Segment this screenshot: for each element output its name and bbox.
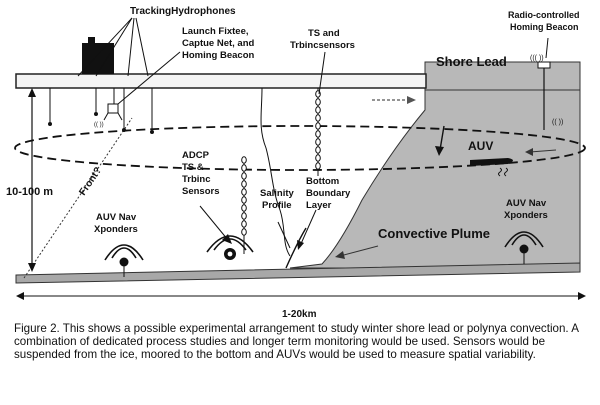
- bbl-pointer-head: [297, 240, 304, 250]
- sensor-bead: [241, 164, 247, 172]
- sensor-bead: [315, 122, 321, 130]
- nav-xponder-left-body: [119, 257, 129, 267]
- sensor-bead: [315, 114, 321, 122]
- capture-net-beacon-text: (( )): [94, 122, 104, 128]
- current-arrow-shore: [529, 149, 557, 153]
- salinity-label-2: Profile: [262, 200, 292, 211]
- adcp-chain-beads: [241, 156, 247, 236]
- sensor-bead: [315, 98, 321, 106]
- salinity-profile-curve: [260, 87, 291, 257]
- auv-motion-arrow-head: [435, 146, 444, 156]
- launch-hut-chimney: [88, 37, 95, 45]
- sensor-bead: [241, 188, 247, 196]
- shore-plume-region: [289, 84, 581, 269]
- ts-pointer: [318, 51, 326, 95]
- ts-label-2: Trbincsensors: [290, 40, 355, 51]
- auv-path: [14, 125, 586, 171]
- nav-xponder-right-body: [519, 244, 529, 254]
- hydrophone-heads: [48, 112, 154, 134]
- radio-label-2: Homing Beacon: [510, 22, 579, 32]
- sensor-bead: [241, 180, 247, 188]
- auv-motion-arrow: [439, 125, 445, 151]
- sensor-bead: [241, 212, 247, 220]
- adcp-signal-arcs: [206, 235, 254, 253]
- sensor-bead: [315, 138, 321, 146]
- hydrophones: [49, 88, 153, 130]
- capture-net-device: [103, 88, 123, 121]
- experiment-diagram: (( )): [6, 6, 586, 320]
- bottom-boundary-curve: [285, 227, 307, 269]
- sensor-bead: [241, 196, 247, 204]
- current-arrow-shore-head: [525, 148, 533, 156]
- depth-label: 10-100 m: [6, 186, 53, 198]
- sensor-bead: [315, 162, 321, 170]
- launch-hut: [82, 43, 114, 74]
- salinity-label-1: Salinity: [260, 188, 295, 199]
- adcp-pointer: [199, 205, 229, 241]
- sensor-bead: [315, 130, 321, 138]
- auv-label: AUV: [468, 139, 493, 153]
- salinity-pointer: [277, 221, 291, 249]
- ts-label-1: TS and: [308, 28, 340, 39]
- bbl-label-3: Layer: [306, 200, 332, 211]
- launch-pointer: [117, 51, 181, 105]
- adcp-label-2: TS &: [182, 162, 204, 173]
- current-arrow-surface-head: [407, 96, 416, 104]
- bbl-label-2: Boundary: [306, 188, 351, 199]
- adcp-base-dot: [227, 251, 233, 257]
- sensor-bead: [315, 106, 321, 114]
- launch-label-1: Launch Fixtee,: [182, 26, 249, 37]
- front-line: [23, 117, 133, 279]
- launch-label-3: Homing Beacon: [182, 50, 255, 61]
- auv-nav-left-label-1: AUV Nav: [96, 212, 137, 223]
- ice-sheet: [15, 73, 427, 89]
- nav-xponder-right-arcs: [504, 231, 544, 248]
- scale-arrow-head-right: [578, 292, 586, 300]
- hydrophone-pointers: [77, 17, 149, 77]
- plume-arrow-head: [335, 251, 345, 259]
- auv-nav-right-label-1: AUV Nav: [506, 198, 547, 209]
- depth-arrow-head-top: [28, 88, 36, 97]
- radio-beacon-mount: [537, 61, 551, 69]
- depth-arrow-head-bottom: [28, 263, 36, 272]
- auv-vehicle: [470, 158, 513, 166]
- scale-arrow-head-left: [16, 292, 24, 300]
- sensor-bead: [241, 156, 247, 164]
- figure-caption: Figure 2. This shows a possible experime…: [14, 322, 579, 362]
- sensor-bead: [241, 228, 247, 236]
- radio-beacon-signal-text: ((( )): [530, 55, 544, 62]
- scale-label: 1-20km: [282, 309, 317, 320]
- radio-label-1: Radio-controlled: [508, 10, 580, 20]
- plume-arrow: [339, 245, 379, 257]
- bbl-label-1: Bottom: [306, 176, 339, 187]
- auv-nav-left-label-2: Xponders: [94, 224, 138, 235]
- adcp-label-4: Sensors: [182, 186, 220, 197]
- sensor-bead: [241, 172, 247, 180]
- tracking-hydrophones-label: TrackingHydrophones: [130, 6, 236, 17]
- adcp-label-3: Trbinc: [182, 174, 211, 185]
- nav-xponder-left-arcs: [104, 244, 144, 261]
- adcp-label-1: ADCP: [182, 150, 210, 161]
- sensor-bead: [241, 204, 247, 212]
- bbl-pointer: [299, 209, 317, 247]
- homing-beacon-signal-text: (( )): [552, 119, 563, 126]
- sensor-bead: [315, 154, 321, 162]
- sensor-bead: [315, 146, 321, 154]
- seafloor: [15, 262, 581, 284]
- front-label: Front?: [77, 165, 104, 197]
- shore-lead-label: Shore Lead: [436, 54, 507, 69]
- radio-beacon-pointer: [545, 37, 549, 59]
- auv-nav-right-label-2: Xponders: [504, 210, 548, 221]
- auv-wake: [498, 167, 508, 177]
- convective-plume-label: Convective Plume: [378, 226, 490, 241]
- sensor-bead: [241, 220, 247, 228]
- ts-chain-beads: [315, 90, 321, 170]
- launch-label-2: Captue Net, and: [182, 38, 255, 49]
